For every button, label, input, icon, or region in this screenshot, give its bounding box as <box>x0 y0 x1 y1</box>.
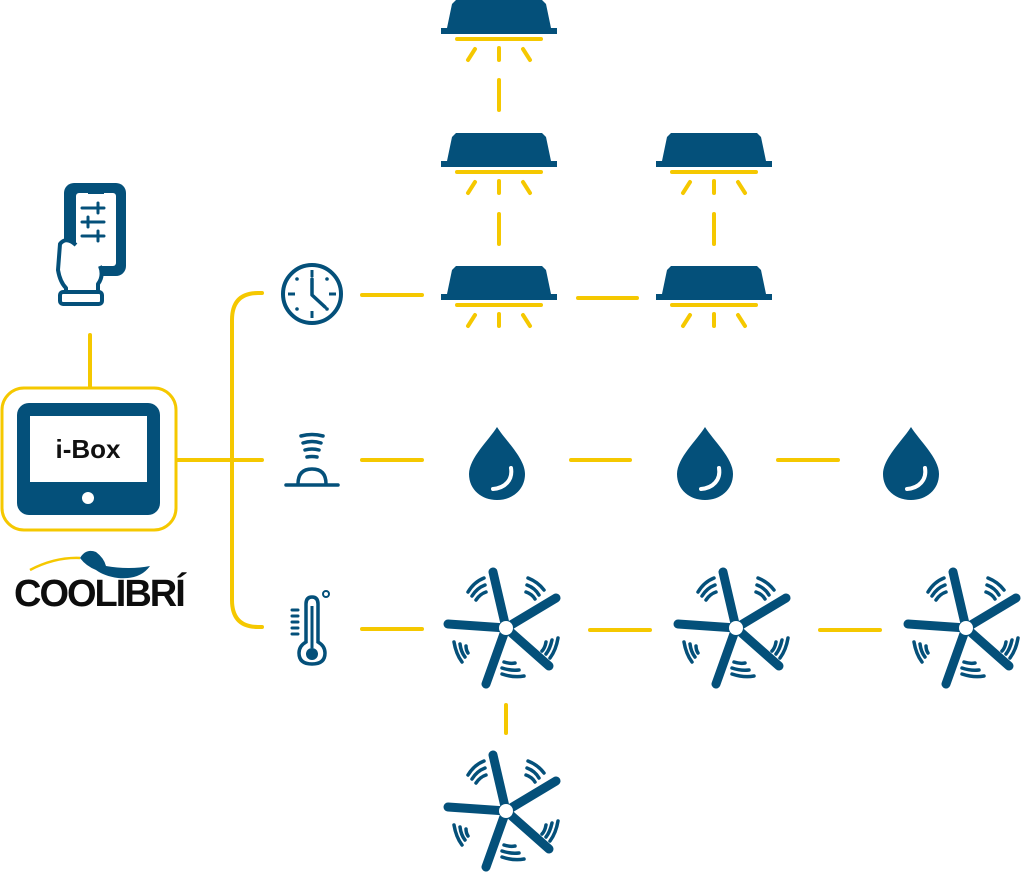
ibox-label: i-Box <box>56 434 122 464</box>
drop-group <box>467 425 941 502</box>
lamp-icon[interactable] <box>439 131 559 195</box>
lamp-icon[interactable] <box>654 131 774 195</box>
smartphone-hand-icon[interactable] <box>56 183 126 306</box>
ibox-home-button <box>82 492 94 504</box>
thermometer-icon[interactable] <box>290 590 330 666</box>
water-drop-icon[interactable] <box>675 425 735 502</box>
lamp-icon[interactable] <box>439 0 559 62</box>
ibox-controller[interactable]: i-Box <box>0 386 178 532</box>
fan-icon[interactable] <box>908 572 1018 684</box>
fan-icon[interactable] <box>448 755 558 867</box>
fan-icon[interactable] <box>678 572 788 684</box>
coolibri-logo: COOLIBRÍ <box>14 550 189 615</box>
fan-group <box>448 572 1018 867</box>
clock-icon[interactable] <box>281 263 343 325</box>
connector-lines <box>88 78 882 735</box>
humidity-sensor-icon[interactable] <box>284 432 340 487</box>
logo-text: COOLIBRÍ <box>14 571 187 615</box>
lamp-group <box>439 0 774 328</box>
fan-icon[interactable] <box>448 572 558 684</box>
ibox-screen <box>30 416 147 482</box>
water-drop-icon[interactable] <box>881 425 941 502</box>
connector-bracket <box>230 291 264 629</box>
water-drop-icon[interactable] <box>467 425 527 502</box>
lamp-icon[interactable] <box>439 264 559 328</box>
lamp-icon[interactable] <box>654 264 774 328</box>
